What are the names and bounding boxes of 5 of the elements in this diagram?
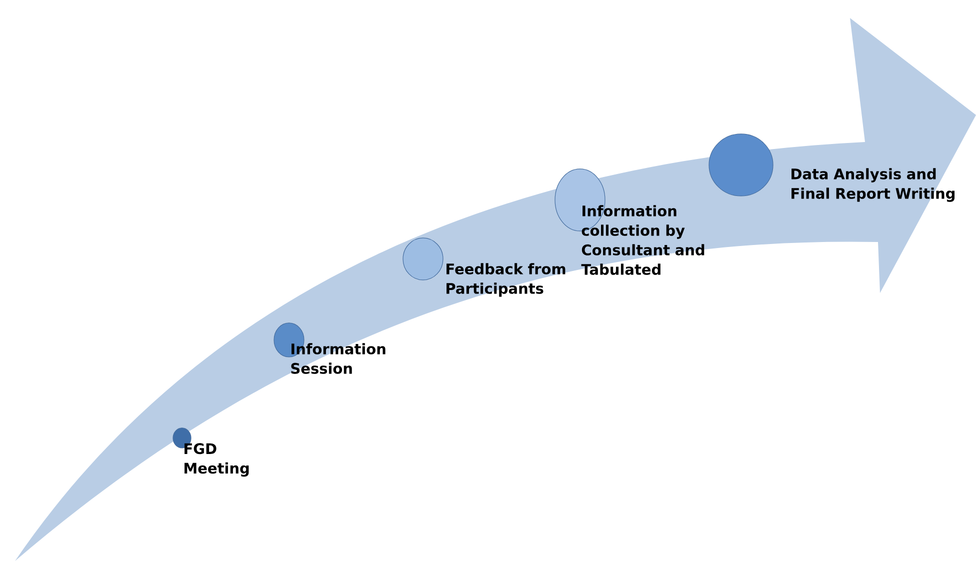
- step-label: FGD Meeting: [184, 443, 249, 477]
- step-label: Feedback from Participants: [446, 263, 566, 297]
- step-label: Information Session: [291, 343, 386, 374]
- step-label: Data Analysis and Final Report Writing: [792, 168, 954, 202]
- step-label: Information collection by Consultant and Tabulated: [581, 205, 704, 275]
